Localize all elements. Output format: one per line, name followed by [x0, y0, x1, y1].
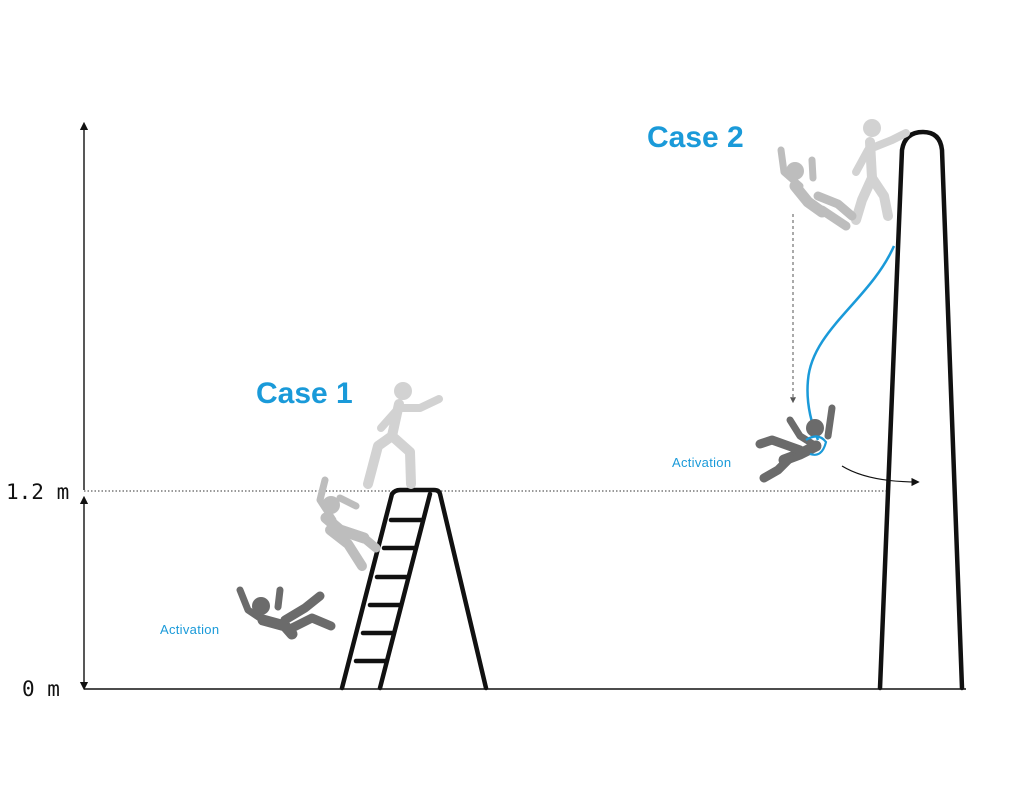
- case2-group: Case 2: [647, 119, 965, 691]
- standing-person-icon: [851, 119, 910, 225]
- height-axis: 1.2 m 0 m: [6, 121, 89, 701]
- falling-person-icon: [777, 146, 857, 231]
- suspended-person-icon: [755, 404, 836, 483]
- lanyard-rope: [806, 245, 896, 441]
- height-label-1-2m: 1.2 m: [6, 480, 69, 504]
- swing-arrow: [841, 465, 920, 487]
- case2-activation-label: Activation: [672, 455, 731, 470]
- harness-icon: [805, 435, 828, 456]
- height-label-0m: 0 m: [22, 677, 60, 701]
- fallen-person-icon: [236, 586, 336, 640]
- case1-group: Case 1: [160, 377, 489, 691]
- case1-activation-label: Activation: [160, 622, 219, 637]
- pole-structure-icon: [877, 129, 965, 691]
- case2-title: Case 2: [647, 121, 744, 154]
- standing-person-icon: [363, 382, 443, 489]
- case1-title: Case 1: [256, 377, 353, 410]
- falling-person-icon: [316, 476, 381, 571]
- stepladder-icon: [339, 487, 489, 691]
